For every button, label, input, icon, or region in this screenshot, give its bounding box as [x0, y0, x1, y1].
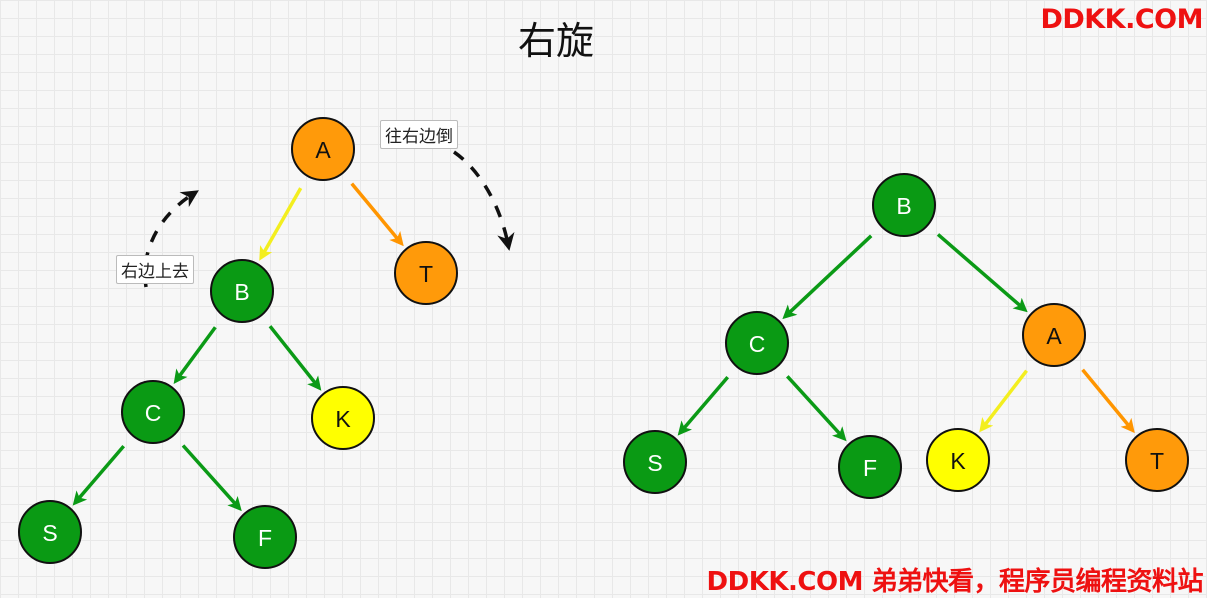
before-edge-A-T: [350, 182, 404, 247]
edges-layer: [72, 182, 1135, 512]
before-node-circle-T: [394, 241, 458, 305]
before-node-label-T: T: [419, 261, 433, 287]
before-node-label-F: F: [258, 525, 272, 551]
after-node-circle-S: [623, 430, 687, 494]
before-node-B: B: [210, 259, 274, 323]
after-edge-A-K: [979, 369, 1028, 433]
before-node-label-B: B: [234, 279, 249, 305]
after-node-label-A: A: [1046, 323, 1062, 349]
dashed-arrow-down: [453, 150, 515, 251]
before-edge-B-C: [173, 326, 217, 384]
after-node-circle-C: [725, 311, 789, 375]
after-node-circle-K: [926, 428, 990, 492]
after-node-label-T: T: [1150, 448, 1164, 474]
after-node-label-K: K: [950, 448, 966, 474]
after-node-circle-A: [1022, 303, 1086, 367]
before-node-label-S: S: [42, 520, 57, 546]
before-node-label-A: A: [315, 137, 331, 163]
after-node-label-S: S: [647, 450, 662, 476]
after-edge-A-T: [1081, 368, 1135, 434]
before-node-label-C: C: [145, 400, 162, 426]
before-node-T: T: [394, 241, 458, 305]
after-edge-C-S: [677, 376, 730, 436]
before-node-S: S: [18, 500, 82, 564]
after-node-label-B: B: [896, 193, 911, 219]
before-node-circle-S: [18, 500, 82, 564]
after-edge-C-F: [786, 375, 847, 442]
before-edge-B-K: [268, 325, 322, 391]
before-node-C: C: [121, 380, 185, 444]
before-edge-C-F: [181, 444, 242, 512]
after-node-B: B: [872, 173, 936, 237]
before-edge-C-S: [72, 445, 126, 506]
after-node-circle-F: [838, 435, 902, 499]
before-node-circle-F: [233, 505, 297, 569]
after-node-F: F: [838, 435, 902, 499]
note-down: 往右边倒: [380, 120, 458, 149]
after-node-T: T: [1125, 428, 1189, 492]
brand-logo-top: DDKK.COM: [1040, 4, 1203, 35]
after-node-K: K: [926, 428, 990, 492]
before-node-F: F: [233, 505, 297, 569]
before-node-circle-A: [291, 117, 355, 181]
after-node-circle-T: [1125, 428, 1189, 492]
before-edge-A-B: [259, 187, 303, 261]
before-node-circle-B: [210, 259, 274, 323]
after-node-C: C: [725, 311, 789, 375]
note-up: 右边上去: [116, 255, 194, 284]
after-node-label-F: F: [863, 455, 877, 481]
after-node-label-C: C: [749, 331, 766, 357]
before-node-A: A: [291, 117, 355, 181]
page-title: 右旋: [518, 19, 595, 63]
before-node-circle-C: [121, 380, 185, 444]
nodes-layer: A B T C K S F B C A S F K T: [18, 117, 1189, 569]
before-node-label-K: K: [335, 406, 351, 432]
before-node-circle-K: [311, 386, 375, 450]
after-edge-B-C: [782, 234, 873, 320]
brand-footer: DDKK.COM 弟弟快看，程序员编程资料站: [706, 567, 1204, 597]
after-node-circle-B: [872, 173, 936, 237]
after-node-S: S: [623, 430, 687, 494]
before-node-K: K: [311, 386, 375, 450]
after-node-A: A: [1022, 303, 1086, 367]
after-edge-B-A: [936, 233, 1028, 313]
